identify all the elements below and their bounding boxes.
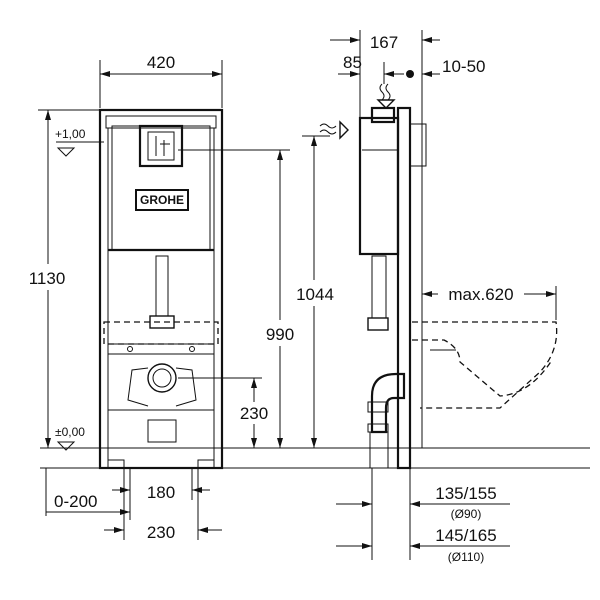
brand-logo-text: GROHE (140, 193, 184, 207)
dim-bowl-length: max.620 (422, 284, 557, 320)
outlet-pipe (147, 363, 177, 393)
valve-mechanism (155, 136, 170, 156)
frame-outline (98, 108, 224, 470)
level-top-label: +1,00 (55, 127, 86, 141)
brand-logo-box (135, 189, 189, 211)
flush-plate-side (409, 123, 427, 167)
dim-inlet-height-label: 990 (266, 325, 294, 344)
level-marker-zero: ±0,00 (55, 425, 85, 451)
dim-overall-height: 1044 (290, 135, 340, 448)
outlet-bracket (127, 367, 197, 407)
dim-wall-gap-point (406, 70, 414, 78)
dim-height: 1130 (18, 109, 100, 448)
dim-wall-gap: 10-50 (396, 57, 485, 78)
drain-elbow (147, 419, 177, 443)
level-marker-top: +1,00 (55, 127, 104, 157)
dim-outlet110-sub-label: (Ø110) (448, 550, 484, 564)
water-inlet-top-icon (376, 83, 396, 109)
flush-pipe-side (371, 255, 387, 319)
dim-outlet110-label: 145/165 (435, 526, 496, 545)
flush-pipe-connector (149, 315, 175, 329)
dim-top-depth-label: 167 (370, 33, 398, 52)
cistern-body (111, 125, 211, 251)
dim-inlet-offset-label: 85 (343, 53, 362, 72)
dim-adjust-range: 0-200 (45, 468, 131, 520)
flush-connector-side (367, 317, 389, 331)
dim-outlet90-sub-label: (Ø90) (451, 507, 482, 521)
water-inlet-side-icon (319, 120, 349, 140)
dim-width-label: 420 (147, 53, 175, 72)
dim-inlet-height: 990 (178, 149, 304, 448)
frame-side-post (396, 106, 412, 470)
level-zero-label: ±0,00 (55, 425, 85, 439)
side-view: 167 85 10-50 1044 (290, 30, 558, 564)
dim-adjust-range-label: 0-200 (54, 492, 97, 511)
outlet-elbow-side (370, 372, 406, 434)
dim-outlet-height-label: 230 (240, 404, 268, 423)
cistern-inlet-box (370, 106, 396, 124)
dim-wall-gap-label: 10-50 (442, 57, 485, 76)
dim-bottom-width-label: 230 (147, 523, 175, 542)
dim-outlet-height: 230 (178, 377, 276, 448)
bowl-outline-side (412, 321, 558, 409)
dim-outlet110: 145/165 (Ø110) (336, 526, 510, 564)
cistern-side (358, 116, 400, 256)
dim-outlet-spacing-label: 180 (147, 483, 175, 502)
drain-pipe-side (369, 431, 389, 469)
dim-outlet-spacing: 180 (112, 468, 210, 502)
dim-overall-height-label: 1044 (296, 285, 334, 304)
foot-left (107, 459, 125, 469)
mounting-hole-right (189, 346, 195, 352)
dim-height-label: 1130 (29, 269, 66, 288)
dim-bottom-width: 230 (104, 468, 222, 542)
frame-top-rail (105, 115, 217, 129)
flush-pipe (155, 255, 169, 317)
flush-plate-opening (138, 124, 184, 168)
foot-right (197, 459, 215, 469)
mounting-hole-left (127, 346, 133, 352)
outlet-pipe-inner (152, 368, 172, 388)
dim-bowl-length-label: max.620 (448, 285, 513, 304)
dim-outlet90-label: 135/155 (435, 484, 496, 503)
mounting-bar (107, 343, 215, 355)
valve-box (147, 131, 175, 161)
dim-width: 420 (99, 53, 223, 108)
dim-inlet-offset: 85 (338, 53, 396, 84)
brand-logo: GROHE (135, 189, 189, 211)
outlet-collar (367, 401, 389, 413)
dim-outlet90: 135/155 (Ø90) (336, 468, 510, 560)
front-view: GROHE +1,00 ±0,00 (18, 53, 590, 542)
